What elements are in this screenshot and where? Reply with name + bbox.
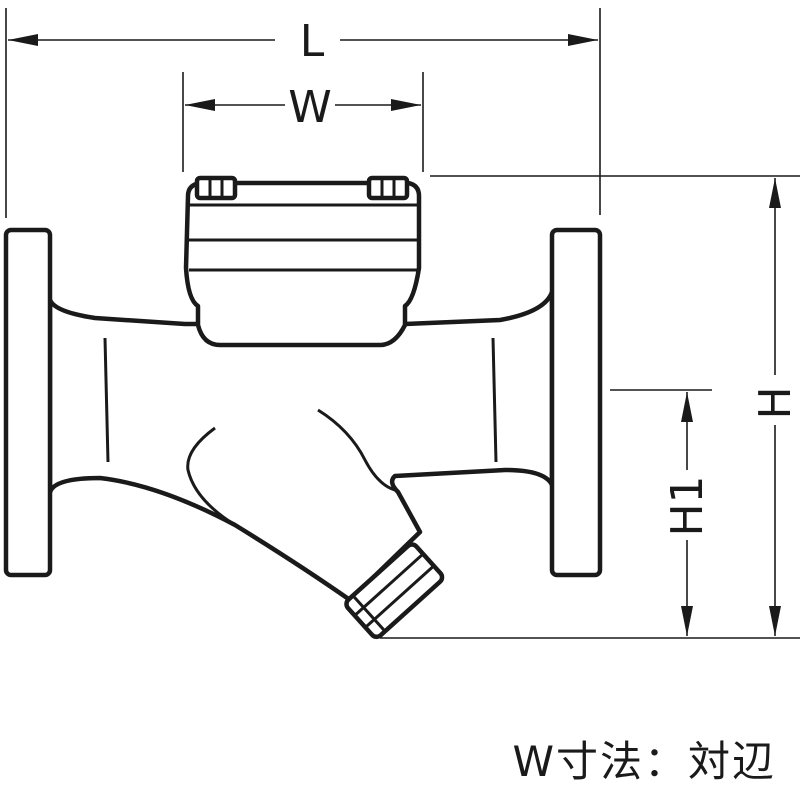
dimension-W-label: W	[288, 82, 332, 133]
dimension-L: L	[8, 16, 598, 67]
extension-lines	[5, 8, 800, 639]
dimension-H: H	[750, 178, 800, 636]
dimension-H1: H1	[662, 392, 713, 636]
left-flange	[3, 227, 53, 578]
right-flange	[549, 227, 603, 578]
strainer-body	[47, 175, 555, 640]
dimension-H1-label: H1	[662, 475, 713, 536]
dimension-L-label: L	[300, 16, 325, 67]
dimension-W: W	[185, 82, 421, 133]
dimension-note: W寸法：対辺	[512, 737, 776, 786]
dimension-H-label: H	[750, 386, 800, 419]
